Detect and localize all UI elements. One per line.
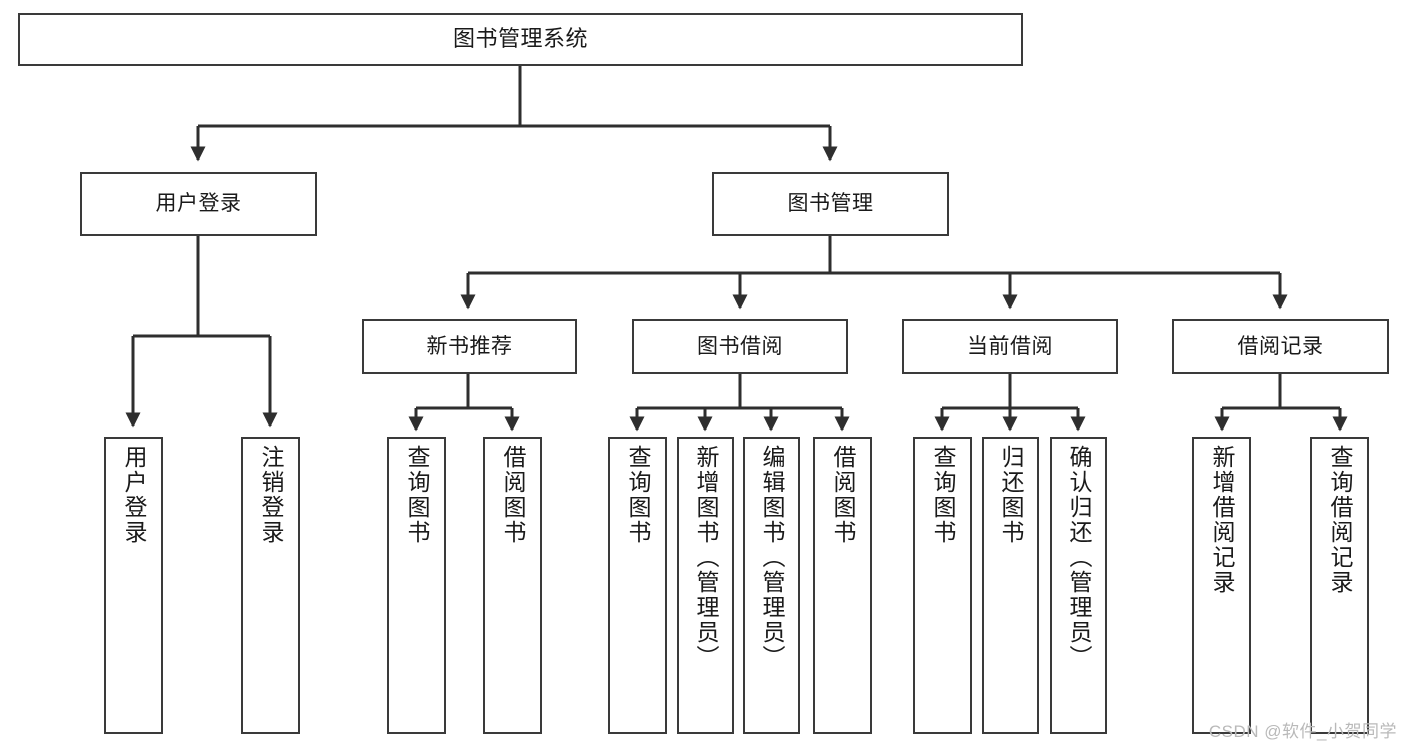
leaf-query-book-new[interactable]: 查询图书 — [387, 437, 446, 734]
node-label: 借阅图书 — [830, 445, 856, 545]
leaf-borrow-book-new[interactable]: 借阅图书 — [483, 437, 542, 734]
leaf-query-book-current[interactable]: 查询图书 — [913, 437, 972, 734]
node-label: 新书推荐 — [426, 334, 513, 358]
node-label: 当前借阅 — [967, 334, 1053, 358]
csdn-watermark: CSDN @软件_小贺同学 — [1208, 722, 1397, 741]
leaf-query-borrow-record[interactable]: 查询借阅记录 — [1310, 437, 1369, 734]
node-label: 用户登录 — [155, 192, 242, 216]
leaf-confirm-return-admin[interactable]: 确认归还（管理员） — [1050, 437, 1107, 734]
leaf-return-book[interactable]: 归还图书 — [982, 437, 1039, 734]
node-label: 图书管理 — [787, 192, 874, 216]
node-label: 查询图书 — [404, 445, 430, 545]
leaf-add-book-admin[interactable]: 新增图书（管理员） — [677, 437, 734, 734]
node-label: 确认归还（管理员） — [1066, 445, 1092, 670]
node-label: 借阅记录 — [1237, 334, 1324, 358]
leaf-logout-login[interactable]: 注销登录 — [241, 437, 300, 734]
node-label: 用户登录 — [121, 445, 147, 545]
node-borrow-records[interactable]: 借阅记录 — [1172, 319, 1389, 374]
node-label: 编辑图书（管理员） — [759, 445, 785, 670]
node-label: 新增借阅记录 — [1209, 445, 1235, 595]
node-book-manage[interactable]: 图书管理 — [712, 172, 949, 236]
node-root[interactable]: 图书管理系统 — [18, 13, 1023, 66]
node-new-book-recommend[interactable]: 新书推荐 — [362, 319, 577, 374]
node-label: 新增图书（管理员） — [693, 445, 719, 670]
node-label: 借阅图书 — [500, 445, 526, 545]
node-current-borrow[interactable]: 当前借阅 — [902, 319, 1118, 374]
node-user-login[interactable]: 用户登录 — [80, 172, 317, 236]
node-label: 注销登录 — [258, 445, 284, 545]
node-label: 查询图书 — [930, 445, 956, 545]
node-label: 查询借阅记录 — [1327, 445, 1353, 595]
node-label: 查询图书 — [625, 445, 651, 545]
leaf-borrow-book[interactable]: 借阅图书 — [813, 437, 872, 734]
node-label: 图书管理系统 — [452, 26, 588, 52]
leaf-edit-book-admin[interactable]: 编辑图书（管理员） — [743, 437, 800, 734]
node-label: 归还图书 — [998, 445, 1024, 545]
node-label: 图书借阅 — [697, 334, 783, 358]
node-book-borrow[interactable]: 图书借阅 — [632, 319, 848, 374]
leaf-user-login[interactable]: 用户登录 — [104, 437, 163, 734]
leaf-query-book-borrow[interactable]: 查询图书 — [608, 437, 667, 734]
leaf-add-borrow-record[interactable]: 新增借阅记录 — [1192, 437, 1251, 734]
